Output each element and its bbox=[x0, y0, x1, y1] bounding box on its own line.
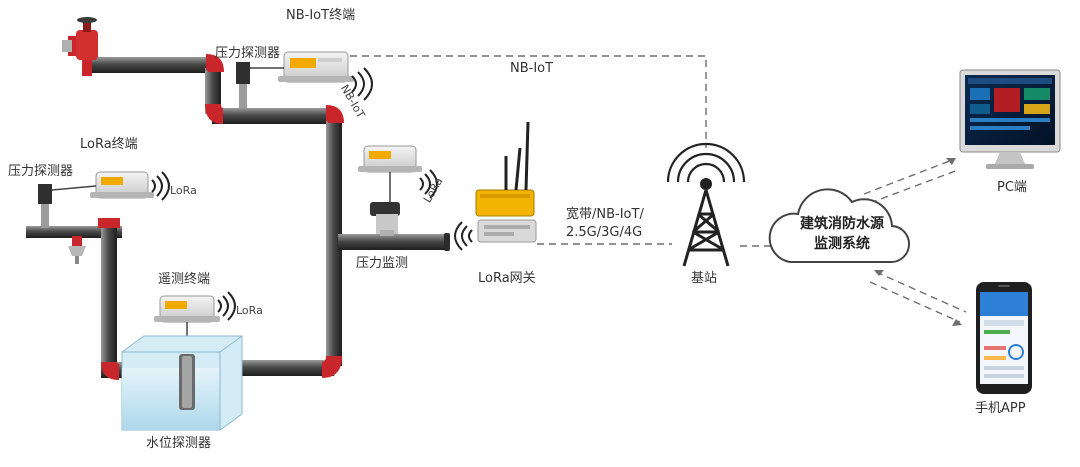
lora-signal-waves-telemetry bbox=[217, 291, 236, 321]
broadband-label-line2: 2.5G/3G/4G bbox=[566, 225, 643, 240]
nbiot-signal-waves bbox=[351, 67, 373, 101]
comm-links bbox=[350, 55, 967, 323]
pressure-monitor-label: 压力监测 bbox=[356, 256, 409, 271]
pipe-left-vertical bbox=[101, 220, 117, 368]
lora-signal-left-label: LoRa bbox=[170, 184, 197, 197]
lora-terminal-device-left bbox=[90, 171, 154, 199]
pipe-bottom-horizontal bbox=[240, 360, 334, 376]
water-tank bbox=[121, 335, 243, 431]
lora-signal-waves-mid bbox=[419, 169, 438, 199]
pipe-main-vertical bbox=[326, 118, 342, 366]
elbow-mid-left bbox=[205, 104, 223, 124]
elbow-left-bottom bbox=[101, 362, 119, 380]
telemetry-terminal-label: 遥测终端 bbox=[158, 272, 211, 287]
mobile-phone-icon bbox=[976, 282, 1032, 394]
pipe-branch-cap bbox=[444, 233, 450, 251]
pipe-network bbox=[26, 54, 450, 380]
water-level-detector-label: 水位探测器 bbox=[146, 436, 212, 451]
cloud-title-line1: 建筑消防水源 bbox=[800, 216, 884, 232]
cloud-to-pc-link-2 bbox=[869, 169, 959, 204]
base-station-label: 基站 bbox=[691, 271, 718, 286]
mobile-app-label: 手机APP bbox=[975, 401, 1026, 416]
pc-label: PC端 bbox=[997, 180, 1027, 195]
pipe-top-horizontal bbox=[84, 57, 214, 73]
broadband-label-line1: 宽带/NB-IoT/ bbox=[566, 207, 644, 222]
lora-gateway-label: LoRa网关 bbox=[478, 271, 536, 286]
gateway-signal-waves bbox=[454, 221, 473, 251]
fire-hydrant-icon bbox=[62, 17, 98, 60]
pressure-gauge-mid bbox=[370, 202, 400, 236]
pc-monitor-icon bbox=[959, 69, 1061, 169]
nbiot-link-label: NB-IoT bbox=[510, 61, 554, 76]
cloud-to-phone-link-1 bbox=[875, 271, 967, 313]
pipe-elbows bbox=[82, 54, 344, 380]
pipe-left-horizontal bbox=[26, 226, 122, 238]
pressure-sensor-top bbox=[236, 62, 284, 108]
cloud-platform-icon bbox=[768, 188, 911, 264]
sprinkler-head-icon bbox=[68, 236, 86, 264]
cloud-to-pc-link-1 bbox=[863, 159, 953, 195]
lora-signal-telemetry-label: LoRa bbox=[236, 304, 263, 317]
elbow-bottom-right bbox=[322, 356, 342, 378]
elbow-top-right bbox=[206, 54, 224, 72]
lora-terminal-label: LoRa终端 bbox=[80, 137, 138, 152]
arrow-to-cloud-from-phone bbox=[874, 270, 884, 276]
elbow-mid-right bbox=[326, 105, 344, 123]
arrow-to-phone bbox=[952, 319, 962, 326]
elbow-left-top bbox=[98, 218, 120, 228]
pipe-top-vertical bbox=[205, 68, 221, 114]
cloud-to-phone-link-2 bbox=[869, 281, 961, 323]
lora-gateway-device bbox=[475, 121, 537, 243]
nbiot-terminal-label: NB-IoT终端 bbox=[286, 8, 356, 23]
cloud-title-line2: 监测系统 bbox=[814, 236, 870, 252]
pressure-sensor-left bbox=[38, 184, 97, 228]
lora-signal-waves-left bbox=[151, 171, 170, 201]
pressure-detector-top-label: 压力探测器 bbox=[215, 46, 281, 61]
base-station-tower-icon bbox=[666, 142, 746, 267]
pressure-detector-left-label: 压力探测器 bbox=[8, 164, 74, 179]
pipe-pressure-branch bbox=[338, 234, 448, 250]
pipe-second-horizontal bbox=[212, 108, 336, 124]
nbiot-terminal-device bbox=[278, 51, 354, 83]
lora-terminal-device-mid bbox=[358, 145, 422, 204]
arrow-to-pc bbox=[946, 158, 956, 165]
